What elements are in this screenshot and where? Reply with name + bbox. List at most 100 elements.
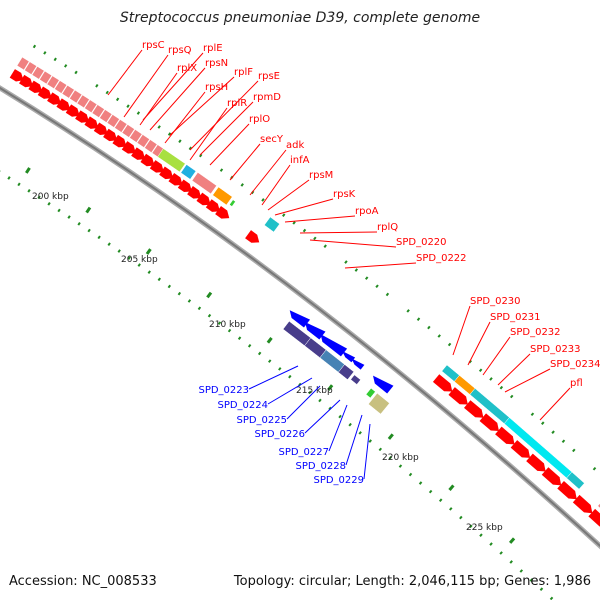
gene-arrow xyxy=(112,134,127,148)
gene-label: rpsH xyxy=(205,82,228,93)
label-leader-line xyxy=(189,80,259,151)
gene-arrow xyxy=(320,334,348,357)
gene-arrow xyxy=(103,128,118,142)
gene-arrow xyxy=(149,160,164,173)
tick-mark xyxy=(428,489,433,494)
gene-feature xyxy=(338,364,355,380)
tick-mark xyxy=(74,70,78,75)
tick-mark xyxy=(438,498,443,503)
gene-feature xyxy=(350,374,361,385)
gene-arrow xyxy=(289,310,311,328)
gene-label: SPD_0234 xyxy=(550,359,600,370)
tick-mark xyxy=(145,248,152,255)
label-leader-line xyxy=(467,321,491,366)
label-leader-line xyxy=(345,414,363,466)
label-leader-line xyxy=(452,305,471,356)
label-leader-line xyxy=(189,107,228,161)
gene-feature xyxy=(180,164,197,180)
label-leader-line xyxy=(267,179,310,211)
gene-label: SPD_0229 xyxy=(313,475,364,486)
tick-mark xyxy=(177,291,182,296)
label-leader-line xyxy=(539,387,571,421)
tick-mark xyxy=(427,325,431,330)
tick-mark xyxy=(85,206,92,214)
gene-arrow xyxy=(215,205,230,219)
gene-feature xyxy=(566,471,585,490)
gene-arrow xyxy=(168,173,183,186)
tick-mark xyxy=(358,431,362,435)
label-leader-line xyxy=(209,123,250,166)
gene-arrow xyxy=(65,104,80,117)
tick-mark xyxy=(207,313,212,318)
tick-mark xyxy=(167,284,172,289)
tick-mark xyxy=(529,578,534,582)
tick-mark xyxy=(127,256,131,260)
tick-label: 205 kbp xyxy=(121,255,158,265)
gene-feature xyxy=(54,80,68,94)
tick-mark xyxy=(157,125,161,129)
map-title: Streptococcus pneumoniae D39, complete g… xyxy=(119,10,481,26)
tick-mark xyxy=(57,208,61,213)
label-leader-line xyxy=(142,52,204,121)
label-leader-line xyxy=(249,149,287,196)
gene-label: SPD_0232 xyxy=(510,327,561,338)
tick-mark xyxy=(378,447,383,452)
gene-label: rplE xyxy=(203,43,223,54)
gene-arrow xyxy=(84,116,99,129)
tick-mark xyxy=(137,263,141,267)
gene-arrow xyxy=(75,110,90,123)
gene-feature xyxy=(121,124,135,138)
tick-mark xyxy=(126,104,130,108)
gene-arrow xyxy=(196,192,211,206)
tick-mark xyxy=(499,385,504,390)
tick-mark xyxy=(459,515,463,520)
label-leader-line xyxy=(229,143,261,181)
gene-label: SPD_0230 xyxy=(470,296,521,307)
gene-arrow xyxy=(526,453,546,472)
tick-mark xyxy=(478,368,483,373)
gene-arrow xyxy=(9,69,24,82)
gene-arrow xyxy=(205,199,220,212)
gene-arrow xyxy=(131,147,146,160)
gene-arrow xyxy=(177,179,192,193)
gene-arrow xyxy=(448,387,468,405)
label-leader-line xyxy=(274,198,334,216)
gene-feature xyxy=(99,109,113,123)
gene-arrow xyxy=(28,80,43,94)
tick-mark xyxy=(63,64,68,68)
tick-mark xyxy=(508,537,516,544)
tick-mark xyxy=(509,394,514,399)
gene-feature xyxy=(76,94,90,109)
tick-mark xyxy=(318,398,322,403)
tick-mark xyxy=(178,139,182,143)
tick-label: 220 kbp xyxy=(382,453,419,463)
gene-arrow xyxy=(510,440,531,458)
label-leader-line xyxy=(304,399,341,434)
gene-label: SPD_0220 xyxy=(396,237,447,248)
tick-mark xyxy=(549,596,554,600)
gene-arrow xyxy=(588,508,600,527)
gene-arrow xyxy=(245,230,260,243)
tick-mark xyxy=(519,569,524,573)
gene-label: rpsK xyxy=(333,189,356,200)
gene-arrow xyxy=(432,374,453,392)
tick-mark xyxy=(95,83,99,88)
label-leader-line xyxy=(299,231,378,234)
tick-mark xyxy=(292,221,296,225)
gene-arrow xyxy=(541,467,562,486)
tick-mark xyxy=(368,439,372,443)
tick-mark xyxy=(302,228,307,233)
backbone-edge xyxy=(0,86,600,548)
label-leader-line xyxy=(149,67,206,131)
gene-feature xyxy=(91,104,105,118)
accession-label: Accession: NC_008533 xyxy=(9,574,157,589)
tick-mark xyxy=(43,51,47,55)
tick-mark xyxy=(219,168,224,172)
gene-arrow xyxy=(56,98,71,111)
label-leader-line xyxy=(164,91,206,144)
tick-mark xyxy=(572,448,576,453)
gene-label: rplO xyxy=(249,114,270,125)
tick-mark xyxy=(509,560,513,564)
label-leader-line xyxy=(139,72,178,126)
